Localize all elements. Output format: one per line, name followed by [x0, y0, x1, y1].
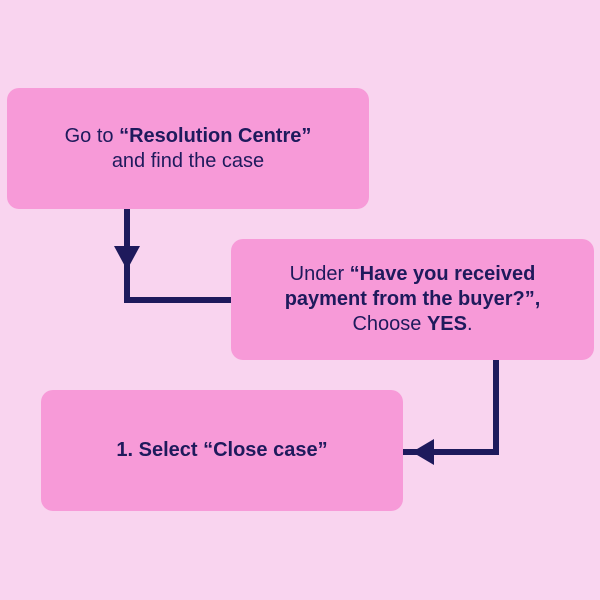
step-text-line: and find the case	[65, 149, 312, 174]
plain-text: .	[466, 313, 473, 335]
connector-step1-to-step2	[114, 209, 231, 303]
connector-line	[403, 360, 499, 455]
connector-line	[124, 209, 231, 303]
step-text-line: Go to “Resolution Centre”	[65, 124, 312, 149]
emphasis-text: “Resolution Centre”	[119, 124, 312, 147]
step-text: Go to “Resolution Centre”and find the ca…	[65, 124, 312, 174]
step-text-line: payment from the buyer?”,	[285, 287, 541, 312]
plain-text: Under	[289, 263, 350, 285]
step-box-find-case: Go to “Resolution Centre”and find the ca…	[7, 88, 369, 209]
arrowhead-left-icon	[412, 439, 434, 465]
connector-step2-to-step3	[403, 360, 499, 465]
plain-text: and find the case	[111, 149, 265, 172]
plain-text: Go to	[64, 124, 120, 147]
plain-text: Choose	[352, 313, 427, 335]
emphasis-text: “Have you received	[349, 263, 536, 285]
step-text-line: Choose YES.	[285, 312, 541, 337]
step-text-line: Under “Have you received	[285, 262, 541, 287]
emphasis-text: payment from the buyer?”,	[284, 288, 541, 310]
emphasis-text: 1. Select “Close case”	[116, 439, 328, 461]
step-text: 1. Select “Close case”	[116, 438, 327, 463]
emphasis-text: YES	[426, 313, 467, 335]
step-text-line: 1. Select “Close case”	[116, 438, 327, 463]
step-box-close-case: 1. Select “Close case”	[41, 390, 403, 511]
arrowhead-down-icon	[114, 246, 140, 270]
